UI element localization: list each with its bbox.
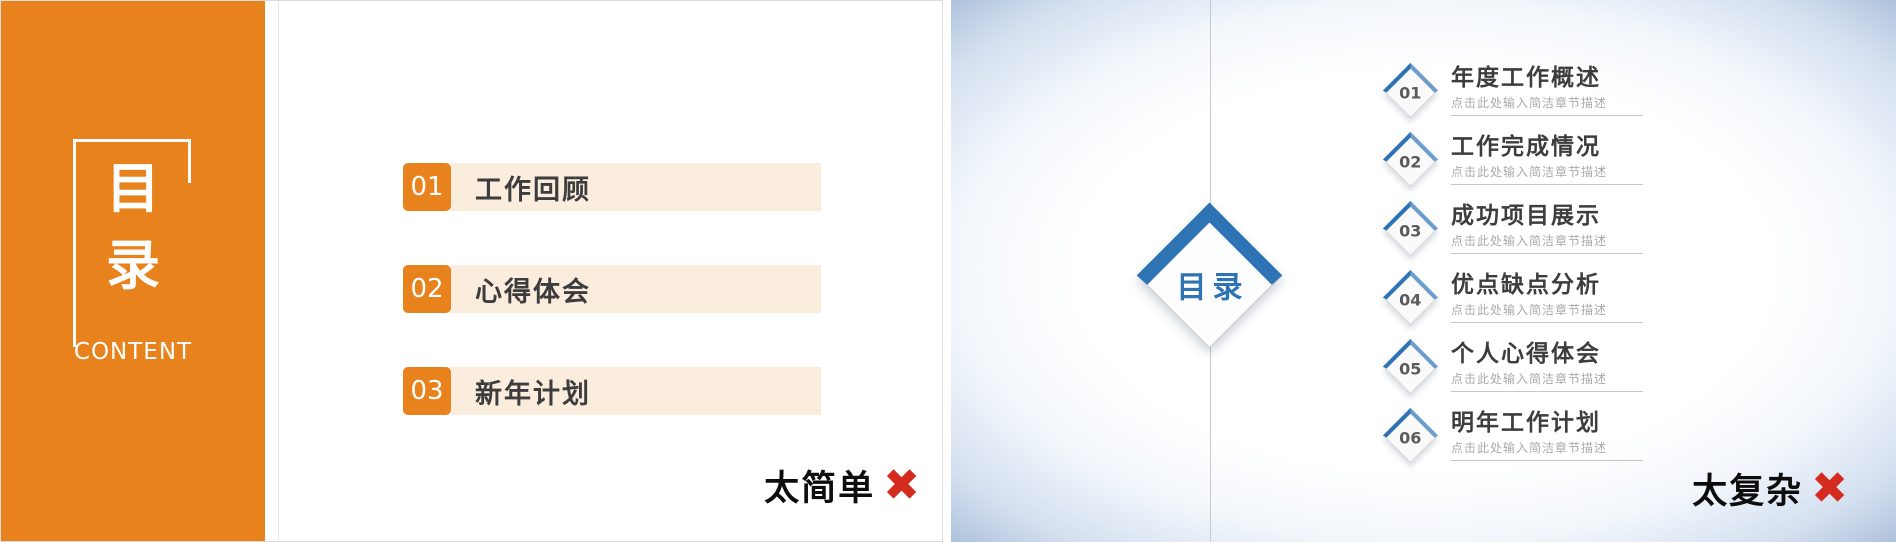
diamond-shape: 04	[1382, 269, 1438, 326]
entry-desc: 点击此处输入简洁章节描述	[1451, 441, 1608, 456]
toc-entry-6: 06 明年工作计划 点击此处输入简洁章节描述	[1381, 401, 1643, 470]
entry-text: 个人心得体会 点击此处输入简洁章节描述	[1451, 340, 1643, 393]
item-label: 心得体会	[451, 265, 821, 313]
entry-number: 02	[1398, 152, 1422, 172]
decorative-bracket-frame	[73, 139, 191, 347]
toc-title: 目 录	[1, 151, 265, 304]
diamond-shape: 03	[1382, 200, 1438, 257]
entry-number: 03	[1398, 221, 1422, 241]
entry-title: 个人心得体会	[1451, 340, 1601, 367]
toc-subtitle: CONTENT	[73, 339, 193, 365]
entry-number: 05	[1398, 359, 1422, 379]
toc-entry-1: 01 年度工作概述 点击此处输入简洁章节描述	[1381, 56, 1643, 125]
entry-number: 06	[1398, 428, 1422, 448]
item-label: 新年计划	[451, 367, 821, 415]
toc-diamond-label: 目录	[1176, 270, 1249, 306]
entry-title: 成功项目展示	[1451, 202, 1601, 229]
entry-title: 年度工作概述	[1451, 64, 1601, 91]
entry-text: 优点缺点分析 点击此处输入简洁章节描述	[1451, 271, 1643, 324]
slide-simple: 目 录 CONTENT 01 工作回顾 02 心得体会 03 新年计划 太简单 …	[0, 0, 943, 542]
entry-diamond-icon: 02	[1381, 131, 1439, 189]
entry-diamond-icon: 04	[1381, 269, 1439, 327]
item-number-badge: 03	[403, 367, 451, 415]
entry-title: 优点缺点分析	[1451, 271, 1601, 298]
reject-x-icon: ✖	[883, 459, 920, 511]
entry-desc: 点击此处输入简洁章节描述	[1451, 165, 1608, 180]
panel-divider	[278, 1, 279, 541]
diamond-shape: 02	[1382, 131, 1438, 188]
toc-entry-4: 04 优点缺点分析 点击此处输入简洁章节描述	[1381, 263, 1643, 332]
toc-item-1: 01 工作回顾	[403, 163, 821, 211]
toc-item-3: 03 新年计划	[403, 367, 821, 415]
diamond-shape: 05	[1382, 338, 1438, 395]
toc-title-char-1: 目	[106, 157, 160, 220]
entry-desc: 点击此处输入简洁章节描述	[1451, 303, 1608, 318]
toc-entry-2: 02 工作完成情况 点击此处输入简洁章节描述	[1381, 125, 1643, 194]
verdict-left: 太简单 ✖	[764, 460, 920, 511]
entry-title: 工作完成情况	[1451, 133, 1601, 160]
toc-item-2: 02 心得体会	[403, 265, 821, 313]
toc-entry-3: 03 成功项目展示 点击此处输入简洁章节描述	[1381, 194, 1643, 263]
entry-desc: 点击此处输入简洁章节描述	[1451, 234, 1608, 249]
entry-number: 01	[1398, 83, 1422, 103]
item-number-badge: 01	[403, 163, 451, 211]
entry-text: 年度工作概述 点击此处输入简洁章节描述	[1451, 64, 1643, 117]
verdict-text: 太复杂	[1692, 472, 1804, 512]
reject-x-icon: ✖	[1811, 462, 1848, 514]
toc-sidebar: 目 录 CONTENT	[1, 1, 265, 541]
entry-diamond-icon: 03	[1381, 200, 1439, 258]
entry-desc: 点击此处输入简洁章节描述	[1451, 96, 1608, 111]
entry-diamond-icon: 01	[1381, 62, 1439, 120]
entry-number: 04	[1398, 290, 1422, 310]
toc-entries: 01 年度工作概述 点击此处输入简洁章节描述 02 工作完成情况 点击此处输入简…	[1381, 56, 1643, 470]
verdict-text: 太简单	[764, 469, 876, 509]
toc-title-char-2: 录	[106, 233, 160, 297]
item-number-badge: 02	[403, 265, 451, 313]
toc-entry-5: 05 个人心得体会 点击此处输入简洁章节描述	[1381, 332, 1643, 401]
verdict-right: 太复杂 ✖	[1692, 463, 1848, 514]
slide-complex: 目录 01 年度工作概述 点击此处输入简洁章节描述 02 工作完成情况 点击此处…	[951, 0, 1896, 542]
entry-diamond-icon: 06	[1381, 407, 1439, 465]
entry-text: 工作完成情况 点击此处输入简洁章节描述	[1451, 133, 1643, 186]
toc-center-diamond: 目录	[1136, 202, 1283, 349]
diamond-shape: 01	[1382, 62, 1438, 119]
entry-desc: 点击此处输入简洁章节描述	[1451, 372, 1608, 387]
entry-text: 明年工作计划 点击此处输入简洁章节描述	[1451, 409, 1643, 462]
entry-text: 成功项目展示 点击此处输入简洁章节描述	[1451, 202, 1643, 255]
entry-diamond-icon: 05	[1381, 338, 1439, 396]
item-label: 工作回顾	[451, 163, 821, 211]
toc-list: 01 工作回顾 02 心得体会 03 新年计划	[403, 163, 821, 469]
entry-title: 明年工作计划	[1451, 409, 1601, 436]
diamond-shape: 06	[1382, 407, 1438, 464]
